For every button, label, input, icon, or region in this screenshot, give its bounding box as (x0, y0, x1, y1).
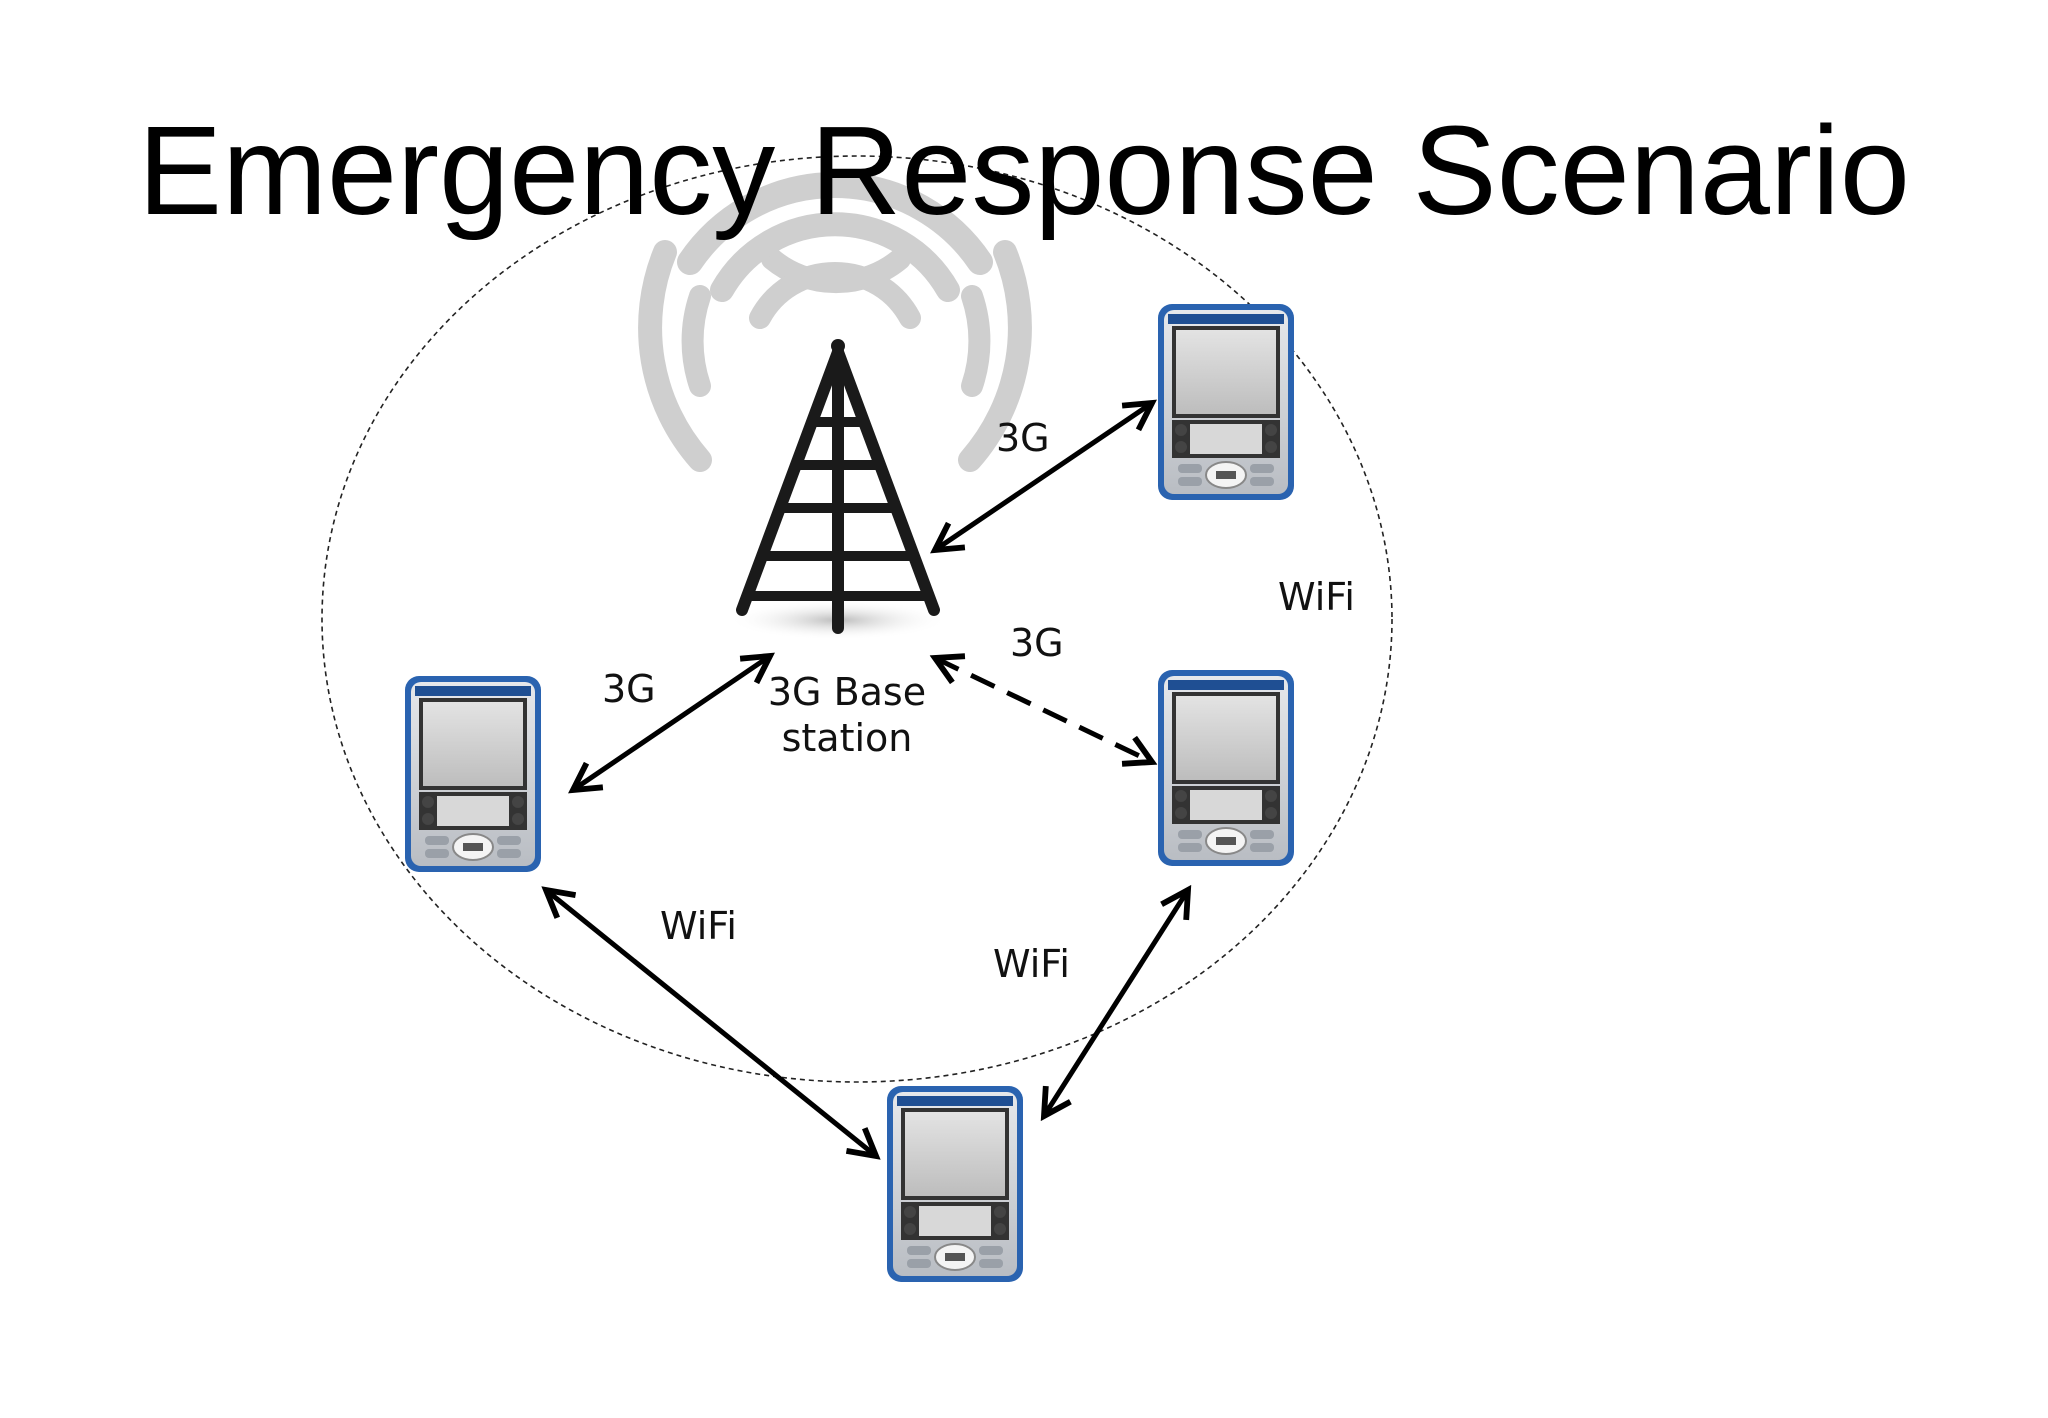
slide-title: Emergency Response Scenario (138, 100, 1910, 241)
base-station-label: 3G Base station (752, 670, 942, 761)
link-arrow-3g-left (573, 656, 770, 790)
label-wifi-left-bottom: WiFi (660, 904, 737, 948)
label-wifi-right: WiFi (1278, 575, 1355, 619)
pda-device-icon (404, 675, 542, 873)
link-arrow-3g-top-right (935, 403, 1152, 550)
label-3g-top-right: 3G (996, 416, 1050, 460)
base-station-label-line1: 3G Base (767, 670, 927, 714)
link-arrow-3g-dashed (935, 658, 1152, 762)
pda-device-icon (886, 1085, 1024, 1283)
base-station-label-line2: station (781, 715, 913, 760)
signal-waves-icon (638, 171, 1032, 472)
link-arrow-wifi-right (1044, 890, 1188, 1116)
label-3g-mid-right: 3G (1010, 621, 1064, 665)
label-wifi-right-bottom: WiFi (993, 942, 1070, 986)
pda-device-icon (1157, 303, 1295, 501)
pda-device-icon (1157, 669, 1295, 867)
label-3g-left: 3G (602, 667, 656, 711)
cell-tower-icon (728, 339, 948, 640)
link-arrow-wifi-left (546, 890, 876, 1156)
